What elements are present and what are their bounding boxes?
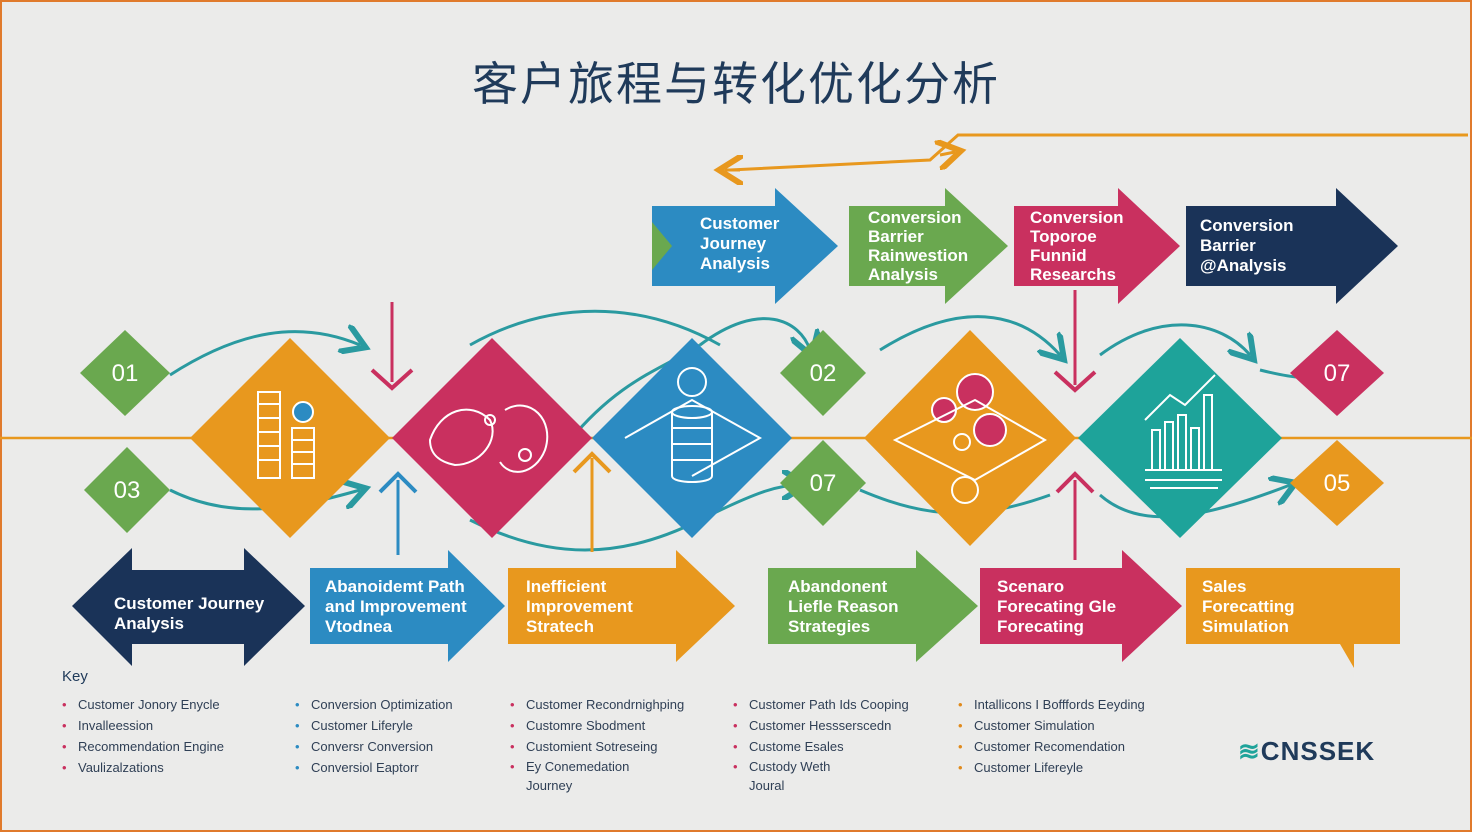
key-item: Customer Recomendation — [958, 736, 1145, 757]
key-item: Customer Simulation — [958, 715, 1145, 736]
key-item: Invalleession — [62, 715, 224, 736]
number-tag-07-green — [780, 440, 866, 526]
key-item: Conversion Optimization — [295, 694, 453, 715]
target-coins-icon — [892, 373, 1048, 504]
stage-diamond-5 — [1078, 338, 1282, 538]
database-icon — [624, 367, 763, 483]
key-item: Customient Sotreseing — [510, 736, 684, 757]
handshake-icon — [428, 404, 549, 473]
key-item: Customer Jonory Enycle — [62, 694, 224, 715]
key-column-2: Conversion Optimization Customer Liferyl… — [295, 694, 453, 778]
key-item: Customer Recondrnighping — [510, 694, 684, 715]
top-arrow-label: Conversion Barrier @Analysis — [1200, 216, 1294, 275]
number-tag-02 — [780, 330, 866, 416]
key-title: Key — [62, 668, 88, 685]
top-arrow-1 — [652, 188, 838, 304]
number-tag-label: 07 — [809, 470, 837, 497]
key-item: Conversr Conversion — [295, 736, 453, 757]
key-column-4: Customer Path Ids Cooping Customer Hesss… — [733, 694, 909, 795]
bottom-arrow-6 — [1186, 568, 1400, 668]
stage-diamond-3 — [592, 338, 792, 538]
top-arrow-label: Conversion Barrier Rainwestion Analysis — [868, 208, 969, 284]
number-tag-07-magenta — [1290, 330, 1384, 416]
key-item: Intallicons I Bofffords Eeyding — [958, 694, 1145, 715]
logo-text: CNSSEK — [1260, 736, 1376, 766]
bottom-arrow-label: Sales Forecatting Simulation — [1202, 577, 1295, 636]
top-arrow-1-notch — [652, 222, 672, 270]
top-arrow-label: Conversion Toporoe Funnid Researchs — [1030, 208, 1124, 284]
number-tag-05 — [1290, 440, 1384, 526]
number-tag-label: 03 — [113, 477, 141, 504]
brand-logo: ≋CNSSEK — [1238, 736, 1375, 767]
key-item: Custody Weth Joural — [733, 757, 909, 795]
bottom-arrow-label: Abanoidemt Path and Improvement Vtodnea — [325, 577, 467, 636]
stage-diamond-1 — [190, 338, 390, 538]
number-tag-01 — [80, 330, 170, 416]
top-arrow-3 — [1014, 188, 1180, 304]
bottom-arrow-4 — [768, 550, 978, 662]
bottom-arrow-label: Inefficient Improvement Stratech — [526, 577, 633, 636]
key-column-1: Customer Jonory Enycle Invalleession Rec… — [62, 694, 224, 778]
bottom-arrow-label: Abandonent Liefle Reason Strategies — [788, 577, 899, 636]
key-item: Customre Sbodment — [510, 715, 684, 736]
top-arrow-label: Customer Journey Analysis — [700, 214, 780, 273]
top-arrow-4 — [1186, 188, 1398, 304]
vertical-arrows — [370, 290, 1097, 560]
key-item: Customer Path Ids Cooping — [733, 694, 909, 715]
bottom-arrow-3 — [508, 550, 735, 662]
top-arrow-2 — [849, 188, 1008, 304]
key-item: Vaulizalzations — [62, 757, 224, 778]
bottom-arrow-1 — [72, 548, 305, 666]
page-title: 客户旅程与转化优化分析 — [472, 57, 1000, 111]
number-tag-label: 01 — [111, 360, 139, 387]
bottom-arrow-label: Customer Journey Analysis — [114, 594, 265, 633]
key-column-5: Intallicons I Bofffords Eeyding Customer… — [958, 694, 1145, 778]
key-item: Conversiol Eaptorr — [295, 757, 453, 778]
number-tag-label: 05 — [1323, 470, 1351, 497]
bottom-arrow-2 — [310, 550, 505, 662]
key-item: Customer Liferyle — [295, 715, 453, 736]
top-connector-line — [725, 133, 1468, 170]
key-item: Custome Esales — [733, 736, 909, 757]
number-tag-label: 02 — [809, 360, 837, 387]
key-item: Customer Hessserscedn — [733, 715, 909, 736]
coin-stack-icon — [257, 391, 315, 479]
logo-mark-icon: ≋ — [1238, 736, 1261, 766]
key-item: Recommendation Engine — [62, 736, 224, 757]
bar-chart-icon — [1144, 374, 1222, 489]
number-tag-label: 07 — [1323, 360, 1351, 387]
bottom-arrow-5 — [980, 550, 1182, 662]
bottom-arrow-label: Scenaro Forecating Gle Forecating — [997, 577, 1117, 636]
key-item: Ey Conemedation Journey — [510, 757, 684, 795]
key-column-3: Customer Recondrnighping Customre Sbodme… — [510, 694, 684, 795]
number-tag-03 — [84, 447, 170, 533]
key-item: Customer Lifereyle — [958, 757, 1145, 778]
